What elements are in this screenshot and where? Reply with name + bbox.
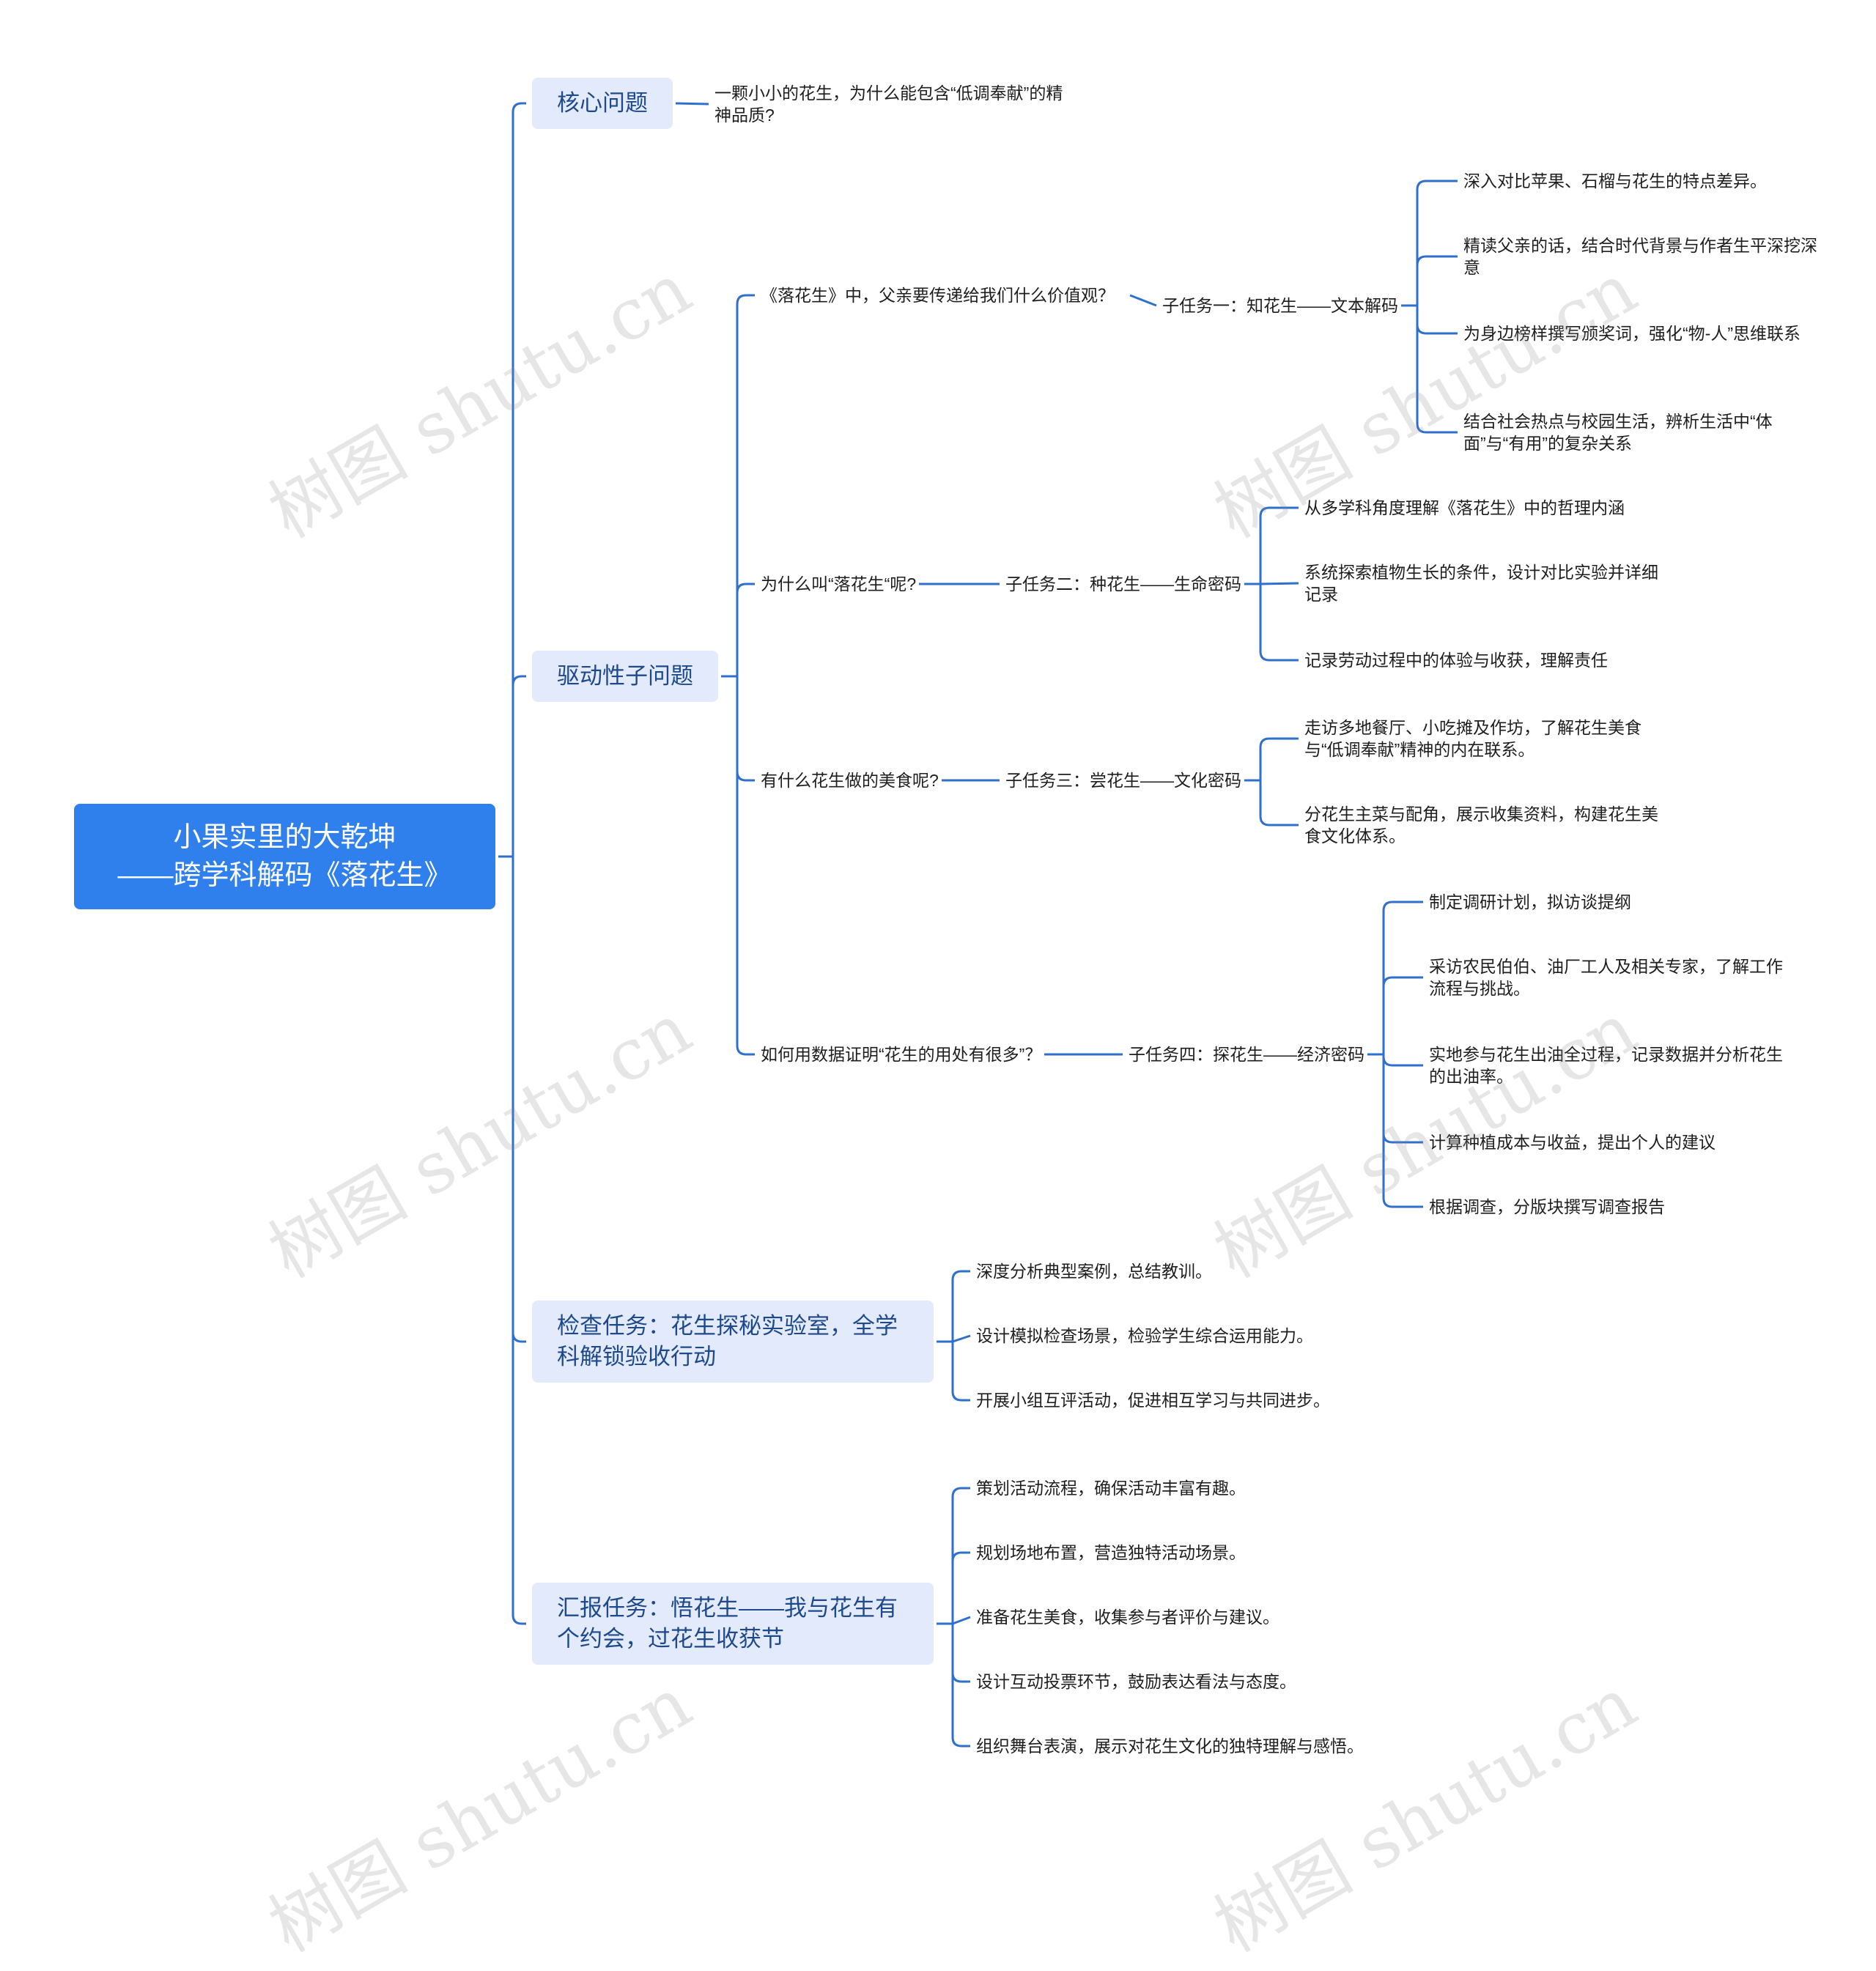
connector — [1259, 584, 1299, 662]
connector — [951, 1487, 970, 1624]
subtask-item[interactable]: 实地参与花生出油全过程，记录数据并分析花生的出油率。 — [1429, 1045, 1783, 1086]
subtask-item[interactable]: 采访农民伯伯、油厂工人及相关专家，了解工作流程与挑战。 — [1429, 957, 1783, 998]
subtask-item[interactable]: 结合社会热点与校园生活，辨析生活中“体面”与“有用”的复杂关系 — [1463, 412, 1773, 453]
driving-question[interactable]: 为什么叫“落花生“呢? — [761, 574, 917, 593]
subtask[interactable]: 子任务一：知花生——文本解码 — [1162, 296, 1398, 315]
subtask-item[interactable]: 制定调研计划，拟访谈提纲 — [1429, 892, 1631, 911]
branch-check-task[interactable]: 检查任务：花生探秘实验室，全学科解锁验收行动 — [532, 1301, 934, 1383]
connector — [736, 676, 755, 782]
connector — [1382, 976, 1423, 1054]
connector — [951, 1624, 970, 1748]
report-item[interactable]: 组织舞台表演，展示对花生文化的独特理解与感悟。 — [976, 1737, 1364, 1756]
subtask[interactable]: 子任务二：种花生——生命密码 — [1005, 574, 1241, 593]
driving-question[interactable]: 《落花生》中，父亲要传递给我们什么价值观？ — [761, 286, 1115, 305]
connector — [736, 294, 755, 676]
connector-lines — [498, 102, 1458, 1748]
connector — [1129, 294, 1157, 307]
root-title-line1: 小果实里的大乾坤 — [173, 822, 396, 853]
driving-question[interactable]: 如何用数据证明“花生的用处有很多”？ — [761, 1045, 1042, 1064]
report-item[interactable]: 准备花生美食，收集参与者评价与建议。 — [976, 1608, 1279, 1627]
connector — [952, 1334, 971, 1343]
subtask[interactable]: 子任务四：探花生——经济密码 — [1129, 1045, 1364, 1064]
connector — [1416, 306, 1458, 335]
subtask-item[interactable]: 系统探索植物生长的条件，设计对比实验并详细记录 — [1304, 563, 1658, 604]
subtask-item[interactable]: 为身边榜样撰写颁奖词，强化“物-人”思维联系 — [1463, 324, 1801, 343]
connector — [512, 857, 526, 1343]
report-item[interactable]: 规划场地布置，营造独特活动场景。 — [976, 1543, 1246, 1562]
core-question-text[interactable]: 一颗小小的花生，为什么能包含“低调奉献”的精神品质? — [714, 84, 1063, 125]
connector — [1416, 255, 1458, 306]
subtask-item[interactable]: 走访多地餐厅、小吃摊及作坊，了解花生美食与“低调奉献”精神的内在联系。 — [1304, 718, 1642, 759]
connector — [951, 1624, 970, 1683]
connector — [951, 1270, 970, 1342]
connector — [736, 676, 755, 1056]
check-item[interactable]: 深度分析典型案例，总结教训。 — [976, 1262, 1212, 1281]
branch-driving-questions[interactable]: 驱动性子问题 — [532, 651, 718, 702]
subtask-item[interactable]: 精读父亲的话，结合时代背景与作者生平深挖深意 — [1463, 236, 1817, 277]
root-topic[interactable]: 小果实里的大乾坤 ——跨学科解码《落花生》 — [74, 804, 495, 909]
connector — [951, 1342, 970, 1402]
branch-report-task[interactable]: 汇报任务：悟花生——我与花生有个约会，过花生收获节 — [532, 1583, 934, 1665]
connector — [512, 675, 526, 857]
connector — [1260, 582, 1299, 585]
connector — [1259, 780, 1299, 827]
subtask-item[interactable]: 分花生主菜与配角，展示收集资料，构建花生美食文化体系。 — [1304, 805, 1658, 846]
report-item[interactable]: 策划活动流程，确保活动丰富有趣。 — [976, 1479, 1246, 1498]
connector — [1382, 1054, 1423, 1144]
check-item[interactable]: 设计模拟检查场景，检验学生综合运用能力。 — [976, 1326, 1313, 1345]
connector — [1382, 1054, 1423, 1208]
check-item[interactable]: 开展小组互评活动，促进相互学习与共同进步。 — [976, 1391, 1330, 1410]
subtask-item[interactable]: 根据调查，分版块撰写调查报告 — [1429, 1197, 1665, 1216]
report-item[interactable]: 设计互动投票环节，鼓励表达看法与态度。 — [976, 1672, 1296, 1691]
connector — [1259, 506, 1299, 584]
subtask-item[interactable]: 深入对比苹果、石榴与花生的特点差异。 — [1463, 171, 1767, 191]
subtask-item[interactable]: 计算种植成本与收益，提出个人的建议 — [1429, 1133, 1716, 1152]
branch-core-question[interactable]: 核心问题 — [532, 78, 673, 129]
connector — [1382, 901, 1423, 1054]
driving-question[interactable]: 有什么花生做的美食呢? — [761, 771, 939, 790]
connector — [1382, 1054, 1423, 1067]
connector — [1416, 306, 1458, 434]
connector — [1259, 737, 1299, 780]
connector — [951, 1551, 970, 1624]
subtask-item[interactable]: 从多学科角度理解《落花生》中的哲理内涵 — [1304, 498, 1625, 517]
connector — [512, 857, 526, 1625]
root-title-line2: ——跨学科解码《落花生》 — [117, 860, 452, 891]
connector — [1416, 180, 1458, 306]
subtask[interactable]: 子任务三：尝花生——文化密码 — [1005, 771, 1241, 790]
connector — [675, 102, 709, 106]
connector — [952, 1616, 971, 1625]
subtask-item[interactable]: 记录劳动过程中的体验与收获，理解责任 — [1304, 651, 1608, 670]
connector — [512, 102, 526, 857]
connector — [736, 583, 755, 676]
